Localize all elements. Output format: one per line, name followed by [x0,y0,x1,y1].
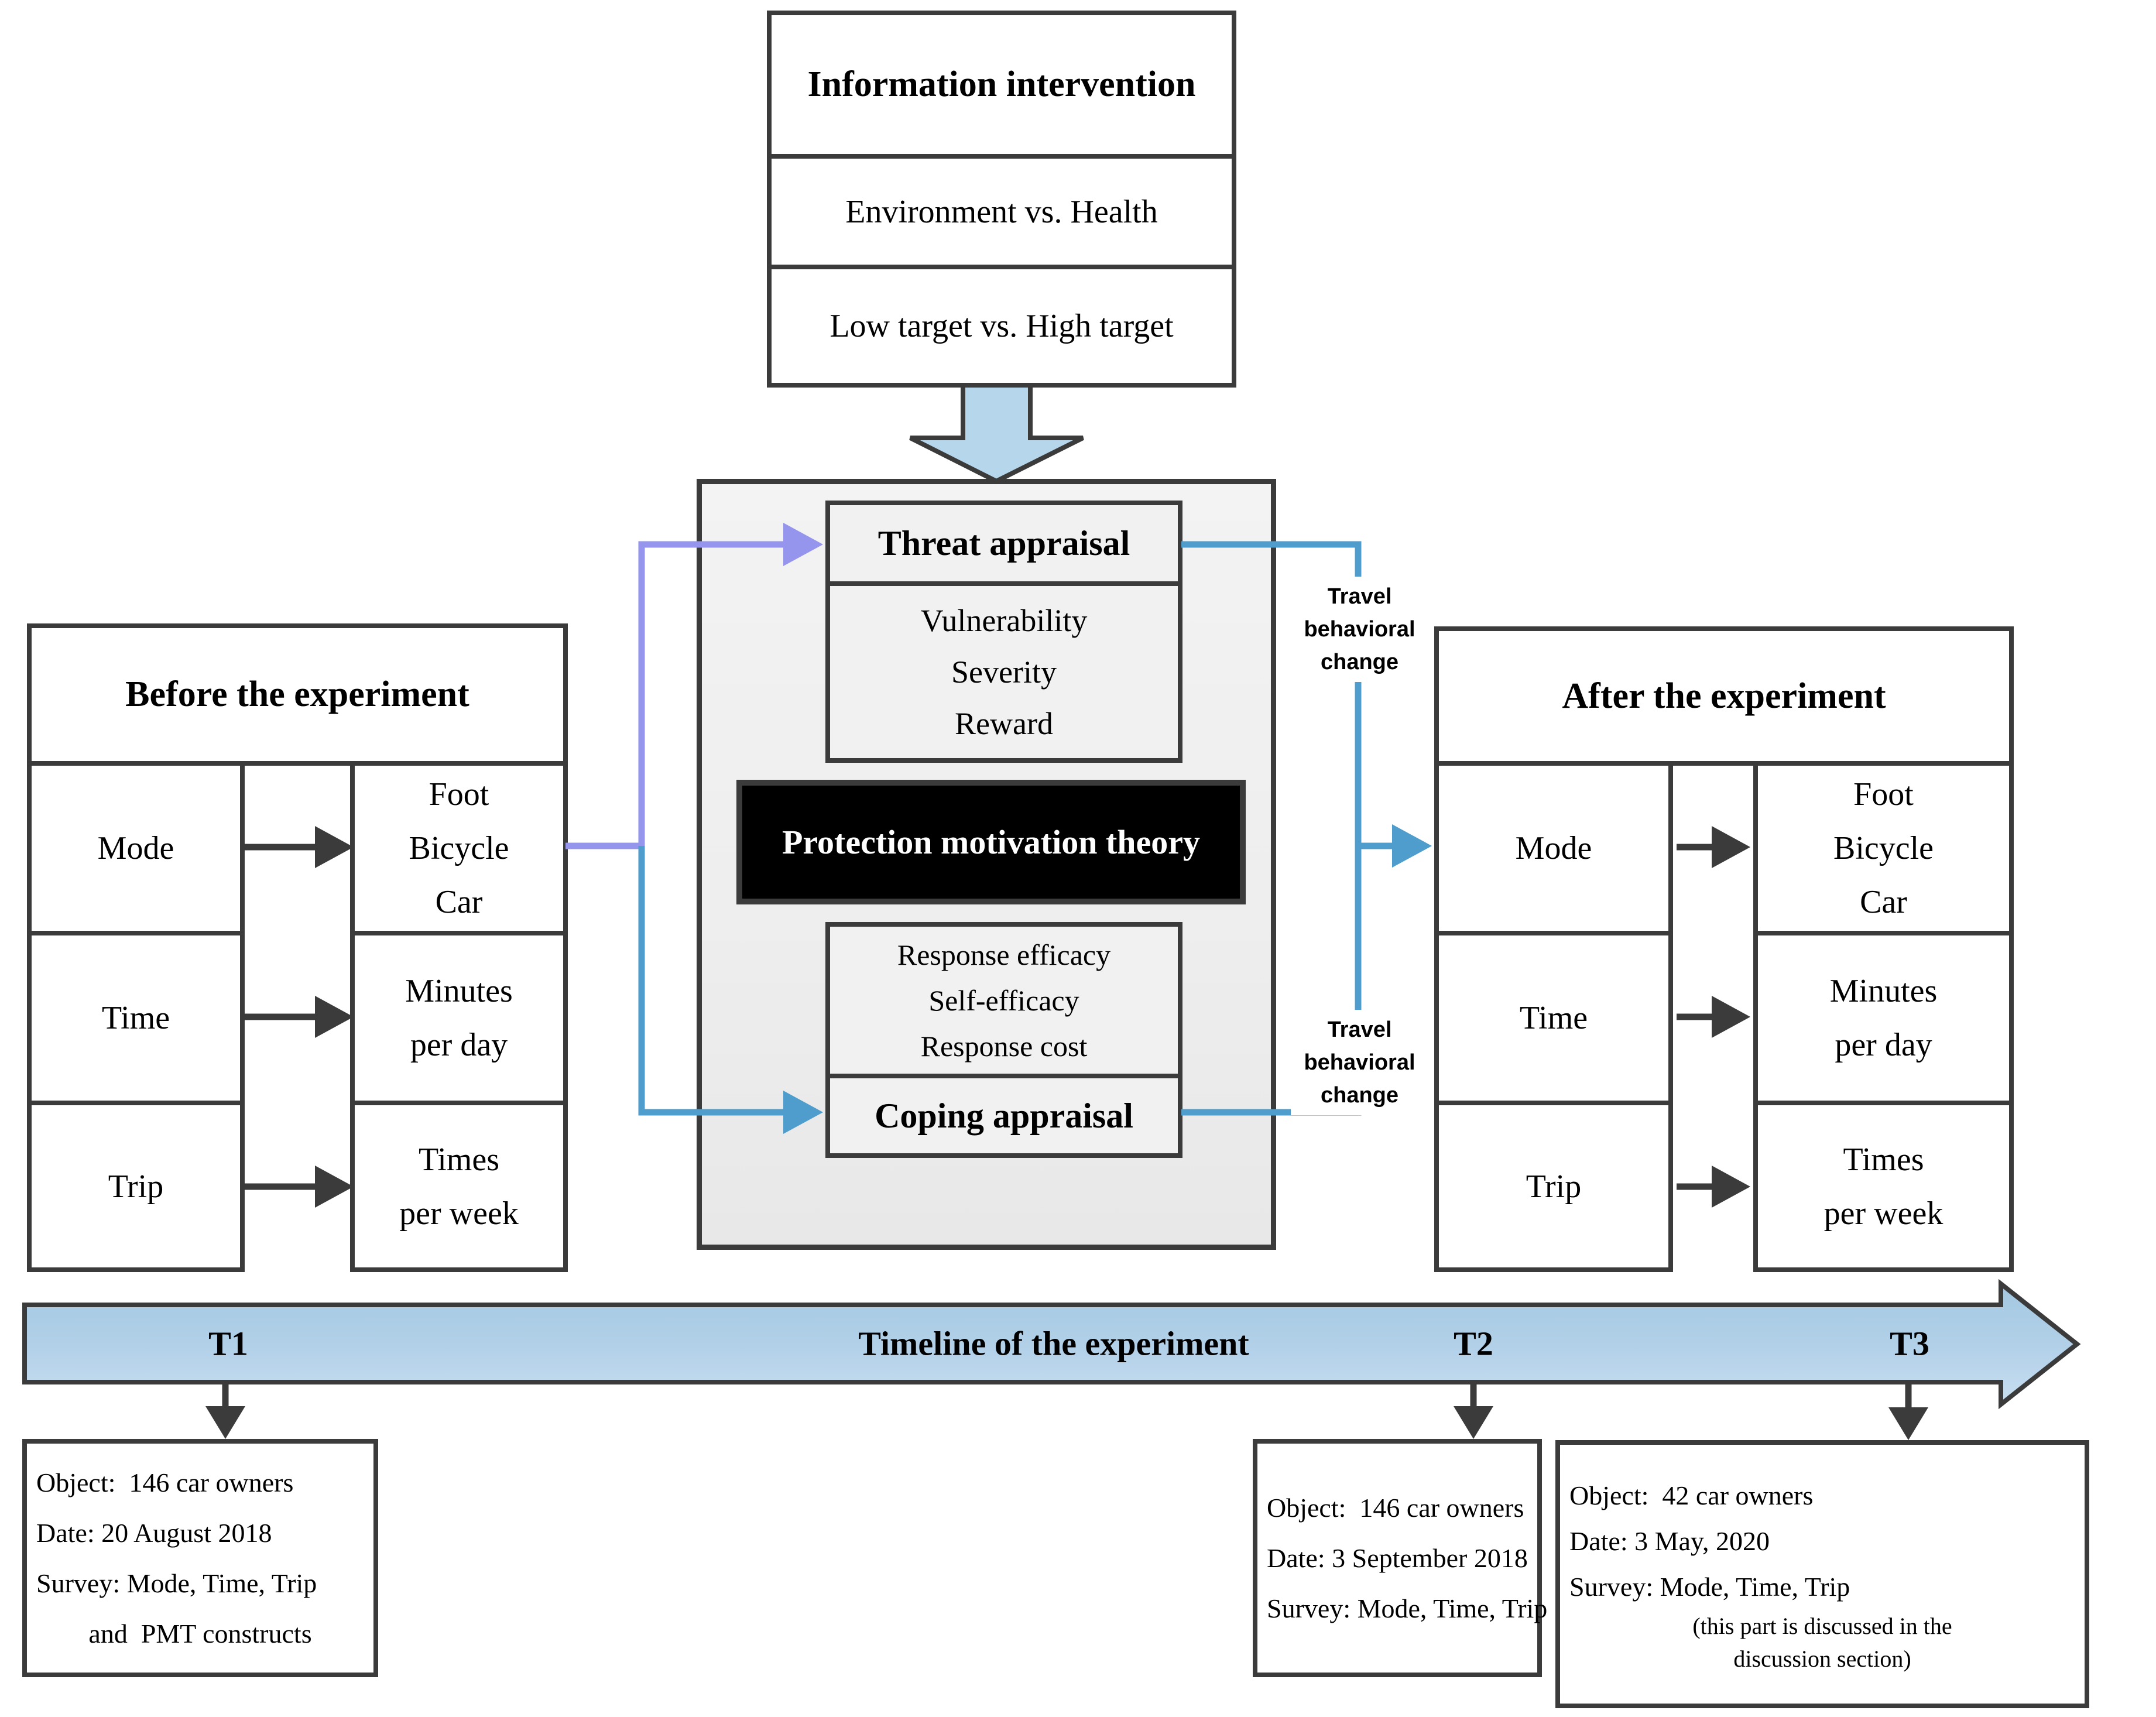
t3-date: Date: 3 May, 2020 [1569,1526,1770,1556]
before-label-time: Time [27,931,245,1105]
threat-item-severity: Severity [951,654,1057,690]
after-label-mode: Mode [1434,761,1673,935]
after-label-time: Time [1434,931,1673,1105]
before-time-per-day: per day [410,1027,508,1063]
travel-behavioral-change-label-bottom: Travel behavioral change [1291,1010,1428,1115]
before-label-trip: Trip [27,1101,245,1272]
travel-line3: change [1320,650,1399,674]
travel-line3: change [1320,1083,1399,1108]
timeline-title: Timeline of the experiment [858,1324,1249,1363]
t2-down-arrowhead-icon [1454,1406,1493,1439]
coping-item-response-efficacy: Response efficacy [897,938,1111,971]
t3-survey: Survey: Mode, Time, Trip [1569,1572,1850,1602]
after-trip-per-week: per week [1823,1195,1944,1232]
milestone-t2-box: Object: 146 car owners Date: 3 September… [1253,1439,1548,1677]
block-arrow-down-icon [909,383,1084,484]
protection-motivation-theory-box: Protection motivation theory [736,780,1246,904]
info-row-low-vs-high-target: Low target vs. High target [830,308,1174,344]
t1-survey: Survey: Mode, Time, Trip [36,1568,317,1598]
timeline-marker-t2: T2 [1454,1324,1493,1363]
t1-down-arrowhead-icon [205,1406,245,1439]
after-mode-car: Car [1860,884,1907,920]
travel-line2: behavioral [1304,1050,1415,1075]
t1-object: Object: 146 car owners [36,1467,294,1497]
threat-item-reward: Reward [955,706,1053,741]
before-mode-car: Car [435,884,483,920]
after-value-mode: Foot Bicycle Car [1753,761,2014,935]
after-time-arrowhead-icon [1712,996,1750,1038]
travel-behavioral-change-label-top: Travel behavioral change [1291,577,1428,682]
blue-arrowhead-icon-right [1392,824,1432,868]
t1-date: Date: 20 August 2018 [36,1517,272,1548]
before-label-mode: Mode [27,761,245,935]
before-value-mode: Foot Bicycle Car [350,761,568,935]
t2-object: Object: 146 car owners [1267,1492,1524,1523]
after-label-trip: Trip [1434,1101,1673,1272]
before-mode-foot: Foot [429,776,489,813]
after-mode-foot: Foot [1853,776,1914,813]
before-mode-arrowhead-icon [315,826,354,868]
t3-note-line1: (this part is discussed in the [1692,1613,1952,1639]
travel-line1: Travel [1327,584,1392,609]
after-experiment-header: After the experiment [1434,626,2014,766]
coping-appraisal-title: Coping appraisal [875,1096,1133,1135]
milestone-t3-box: Object: 42 car owners Date: 3 May, 2020 … [1555,1440,2089,1708]
timeline-marker-t1: T1 [208,1324,248,1363]
threat-appraisal-title: Threat appraisal [830,505,1178,586]
after-mode-bicycle: Bicycle [1833,830,1934,866]
coping-item-self-efficacy: Self-efficacy [928,983,1079,1017]
travel-line2: behavioral [1304,617,1415,642]
milestone-t1-box: Object: 146 car owners Date: 20 August 2… [22,1439,378,1677]
travel-line1: Travel [1327,1017,1392,1042]
threat-item-vulnerability: Vulnerability [920,603,1088,638]
after-trip-arrowhead-icon [1712,1166,1750,1208]
t2-date: Date: 3 September 2018 [1267,1543,1528,1573]
before-trip-times: Times [418,1141,499,1178]
t1-extra: and PMT constructs [88,1618,312,1649]
before-experiment-header: Before the experiment [27,623,568,766]
coping-item-response-cost: Response cost [920,1029,1088,1063]
t2-survey: Survey: Mode, Time, Trip [1267,1593,1548,1623]
threat-appraisal-box: Threat appraisal Vulnerability Severity … [825,501,1182,763]
after-value-time: Minutes per day [1753,931,2014,1105]
before-value-time: Minutes per day [350,931,568,1105]
timeline-marker-t3: T3 [1890,1324,1929,1363]
before-trip-arrowhead-icon [315,1166,354,1208]
t3-note-line2: discussion section) [1733,1646,1911,1672]
before-mode-bicycle: Bicycle [409,830,509,866]
coping-appraisal-box: Response efficacy Self-efficacy Response… [825,922,1182,1158]
t3-down-arrowhead-icon [1888,1407,1928,1440]
after-value-trip: Times per week [1753,1101,2014,1272]
info-row-environment-vs-health: Environment vs. Health [772,159,1232,269]
information-intervention-box: Information intervention Environment vs.… [767,11,1236,388]
information-intervention-title: Information intervention [772,15,1232,159]
before-trip-per-week: per week [399,1195,519,1232]
after-time-minutes: Minutes [1829,973,1938,1009]
before-time-minutes: Minutes [405,973,513,1009]
before-time-arrowhead-icon [315,996,354,1038]
after-trip-times: Times [1843,1141,1924,1178]
after-mode-arrowhead-icon [1712,826,1750,868]
after-time-per-day: per day [1835,1027,1932,1063]
before-value-trip: Times per week [350,1101,568,1272]
t3-object: Object: 42 car owners [1569,1480,1814,1510]
